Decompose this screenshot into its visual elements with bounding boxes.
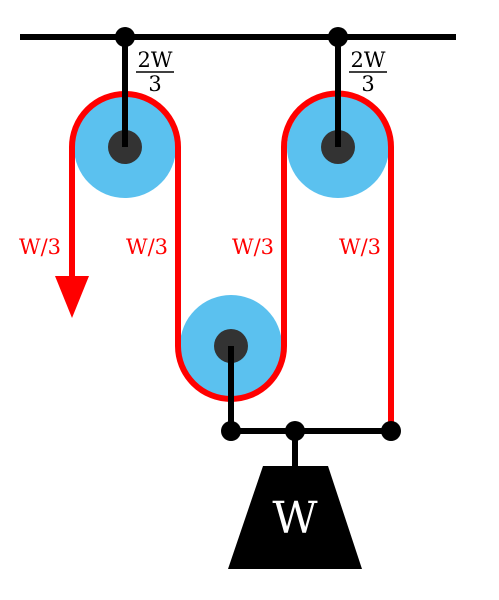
bar-joint-left (221, 421, 241, 441)
ceiling-joint-right (328, 27, 348, 47)
ceiling-joint-left (115, 27, 135, 47)
ceiling-force-left-denominator: 3 (148, 72, 161, 96)
ceiling-force-left-numerator: 2W (138, 48, 173, 72)
weight-block (228, 466, 362, 569)
bar-joint-middle (285, 421, 305, 441)
tension-label-segment-3: W/3 (232, 235, 274, 259)
tension-label-segment-4: W/3 (339, 235, 381, 259)
ceiling-force-right-numerator: 2W (351, 48, 386, 72)
ceiling-force-right-denominator: 3 (361, 72, 374, 96)
weight-label: W (272, 493, 318, 544)
tension-label-segment-2: W/3 (126, 235, 168, 259)
tension-label-pull: W/3 (19, 235, 61, 259)
bar-joint-right (381, 421, 401, 441)
pull-arrow-head (55, 276, 89, 318)
